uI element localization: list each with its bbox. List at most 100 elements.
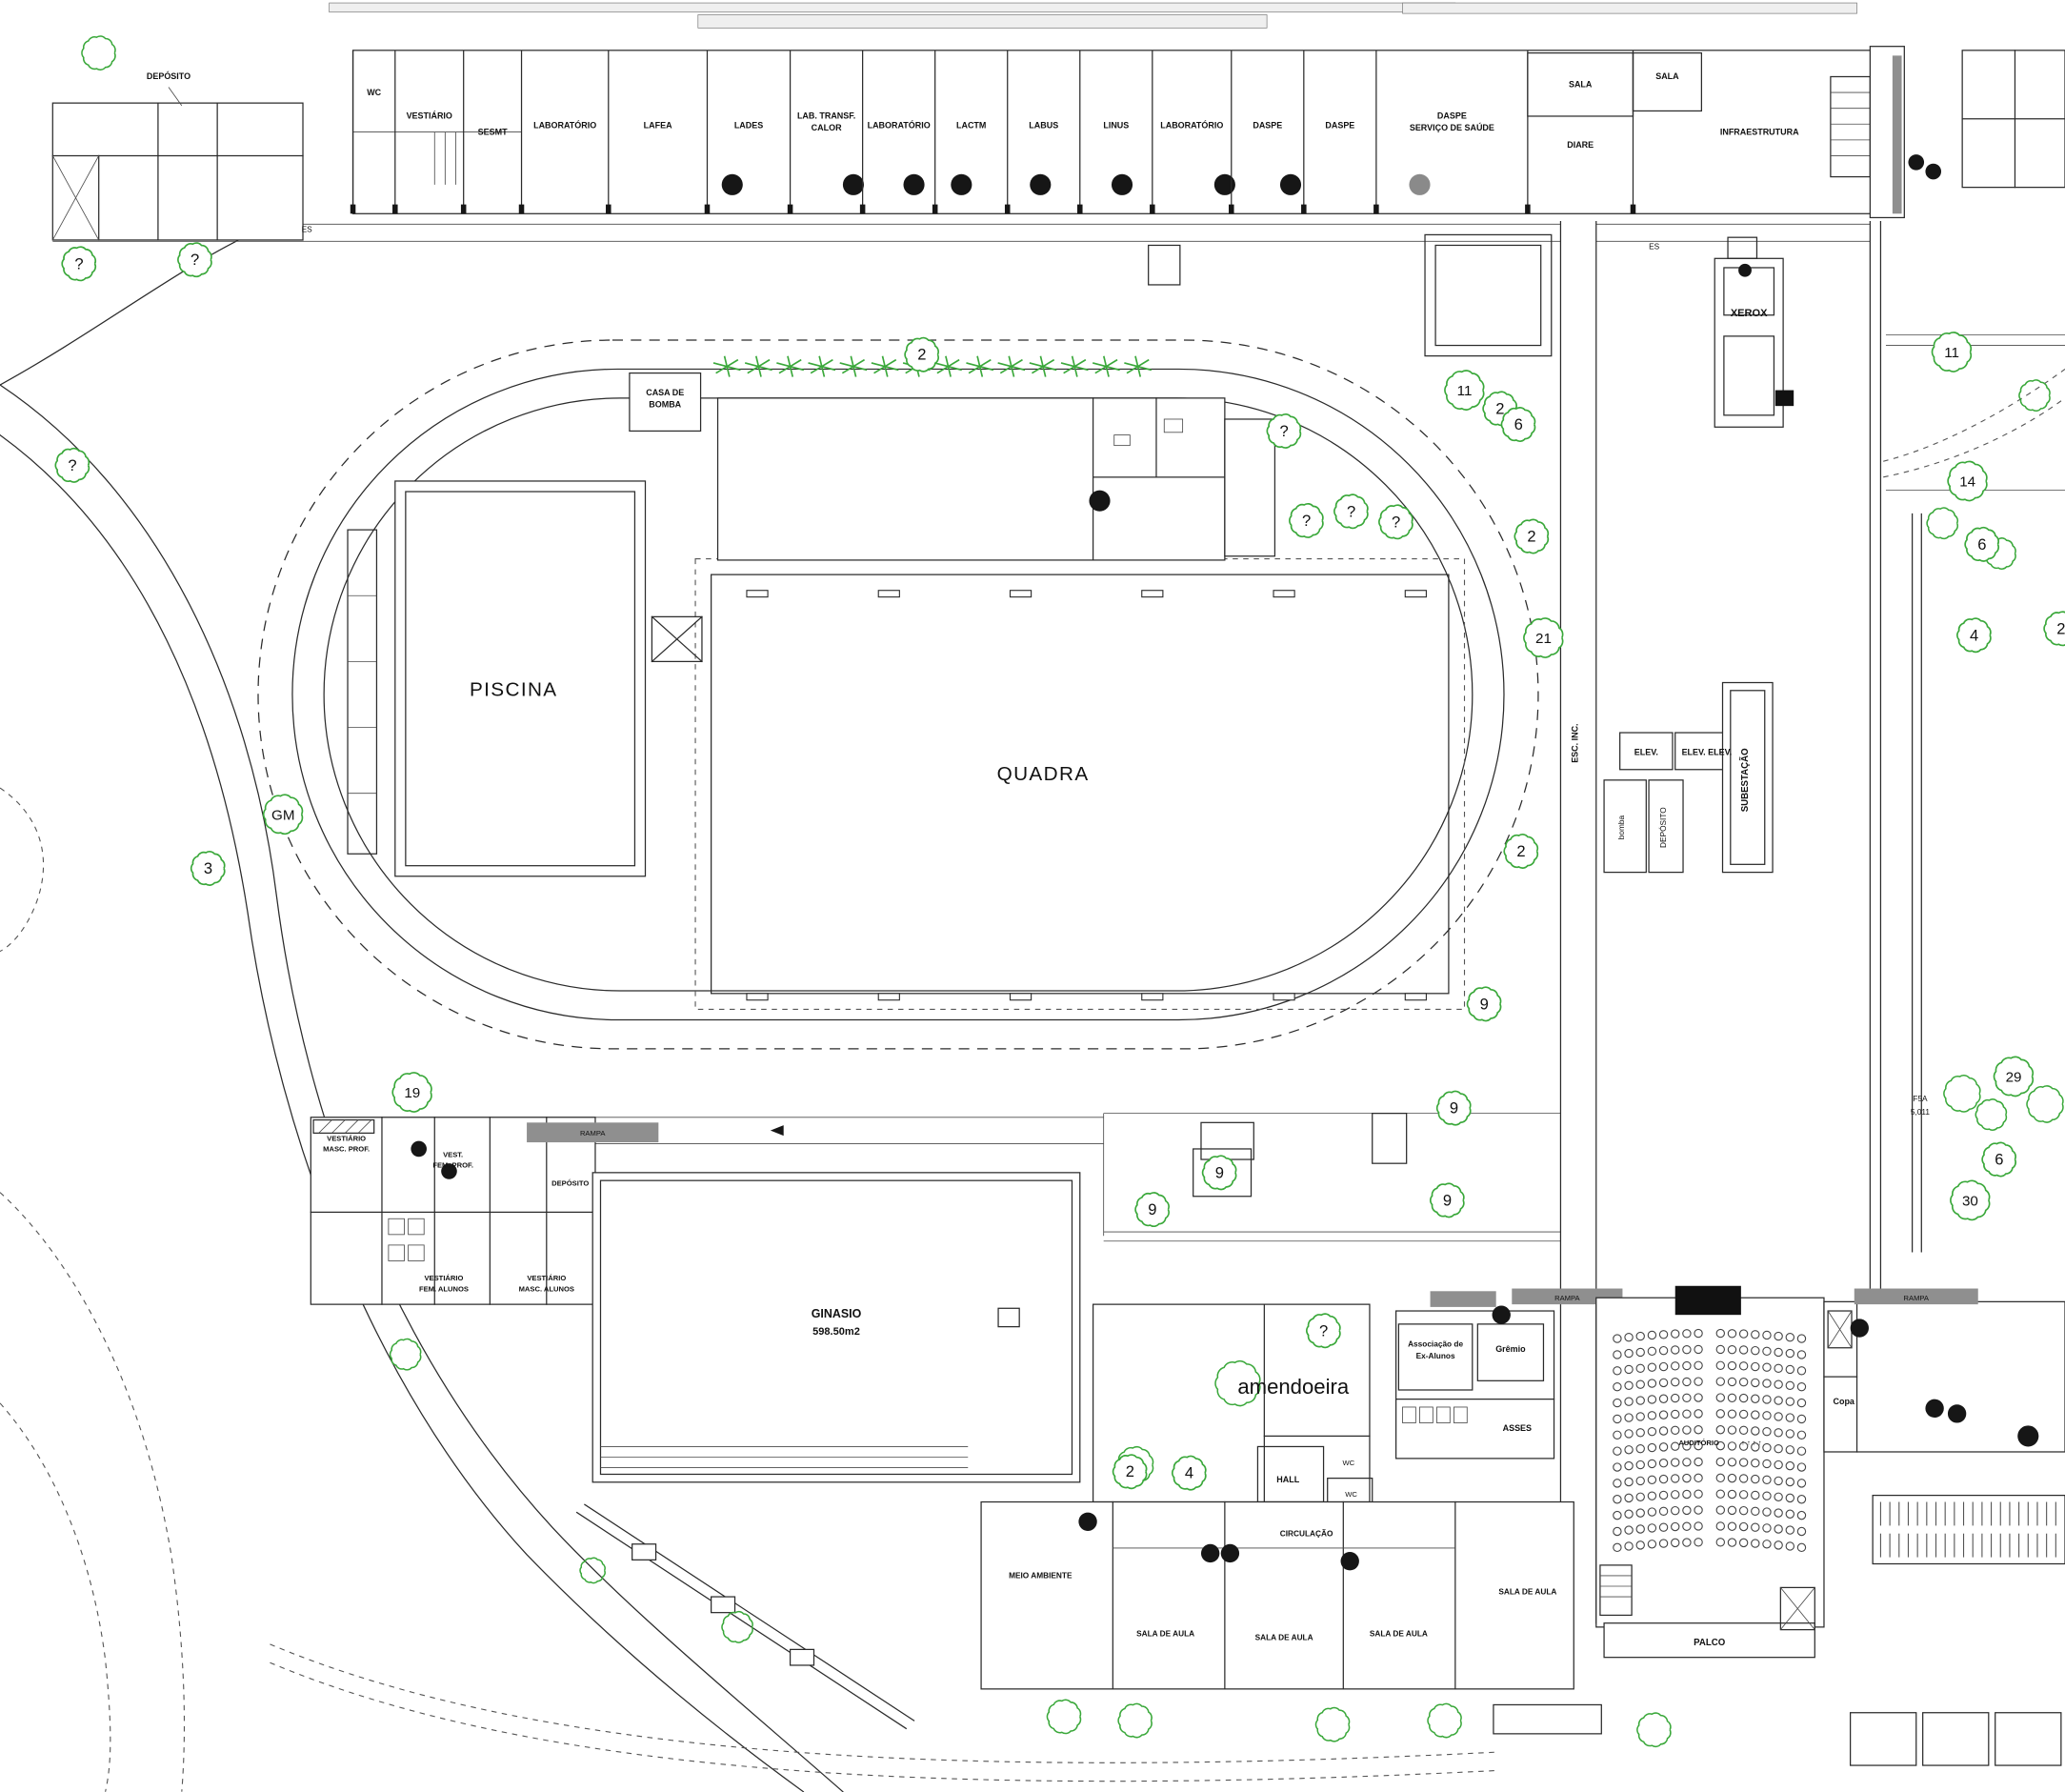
seat — [1738, 1393, 1749, 1403]
auditorio-label: AUDITÓRIO — [1678, 1439, 1719, 1447]
seat — [1647, 1540, 1657, 1549]
palm-icon — [1029, 362, 1044, 368]
room-label: SESMT — [478, 127, 508, 136]
tree-icon — [1943, 1075, 1981, 1113]
seat — [1751, 1490, 1760, 1500]
seat — [1624, 1380, 1634, 1390]
seat — [1715, 1393, 1725, 1402]
seat — [1762, 1507, 1772, 1517]
court-tick — [746, 993, 769, 1001]
seat — [1727, 1489, 1737, 1500]
deposito-topleft-label: DEPÓSITO — [147, 70, 190, 81]
palm-icon — [978, 366, 984, 377]
seat — [1727, 1409, 1737, 1419]
seat — [1613, 1350, 1622, 1359]
seat — [1715, 1521, 1725, 1531]
seat — [1658, 1490, 1669, 1500]
seat — [1751, 1474, 1760, 1484]
palm-icon — [821, 365, 836, 372]
marker-5011-label: 5,011 — [1911, 1107, 1931, 1117]
palm-icon — [1102, 355, 1108, 367]
tree-icon — [579, 1557, 606, 1584]
seat — [1796, 1430, 1807, 1440]
seat — [1671, 1521, 1680, 1532]
seat — [1762, 1426, 1772, 1437]
palm-icon — [1136, 366, 1142, 377]
track-building — [629, 372, 1276, 561]
tree-tag-number: 4 — [1185, 1464, 1193, 1482]
seat — [1715, 1505, 1725, 1515]
palm-icon — [789, 366, 794, 377]
tree-tag-circle — [1134, 1192, 1170, 1228]
tree-icon — [721, 1610, 753, 1643]
tree-dot-icon — [1078, 1512, 1097, 1531]
palco-label: PALCO — [1694, 1638, 1726, 1648]
esc-inc-label: ESC. INC. — [1570, 723, 1579, 762]
palm-icon — [1060, 362, 1075, 368]
seat — [1624, 1348, 1634, 1359]
palm-icon — [884, 358, 897, 368]
tree-dot-icon — [1409, 173, 1431, 195]
seat — [1658, 1394, 1669, 1403]
room-label: LABORATÓRIO — [868, 119, 931, 130]
tree-tag-number: 2 — [1495, 399, 1504, 417]
seat — [1796, 1350, 1807, 1359]
tree-tag-circle — [1466, 986, 1502, 1022]
seat — [1774, 1379, 1783, 1389]
seat — [1682, 1360, 1692, 1371]
palm-icon — [1032, 365, 1044, 374]
tree-tag-circle — [1266, 413, 1302, 449]
seat — [1785, 1348, 1795, 1359]
tree-dot-icon — [1220, 1543, 1240, 1563]
seat — [1635, 1412, 1645, 1421]
room-label: DASPE — [1437, 111, 1467, 121]
seat — [1647, 1442, 1657, 1453]
tree-dot-icon — [411, 1140, 427, 1158]
seat — [1635, 1524, 1645, 1534]
seat — [1762, 1379, 1772, 1388]
seat — [1694, 1344, 1703, 1355]
seat — [1715, 1360, 1725, 1370]
vest-fem-alunos-l2: FEM. ALUNOS — [419, 1284, 469, 1293]
tree-dots-layer — [411, 154, 2039, 1571]
seat — [1624, 1429, 1634, 1439]
palm-icon — [758, 365, 772, 372]
roof-strips — [329, 2, 1857, 29]
seat — [1658, 1474, 1669, 1484]
vest-deposito-label: DEPÓSITO — [551, 1179, 589, 1188]
shelters — [1850, 1712, 2062, 1766]
seat — [1796, 1526, 1807, 1537]
tree-tag-number: 2 — [1527, 528, 1535, 546]
seat — [1647, 1491, 1657, 1500]
seat — [1613, 1398, 1622, 1408]
palm-icon — [850, 355, 854, 367]
seat — [1694, 1377, 1703, 1386]
tree-icon — [81, 35, 116, 71]
seat — [1774, 1347, 1783, 1358]
seat — [1635, 1396, 1645, 1405]
seat — [1624, 1525, 1634, 1535]
seat — [1624, 1477, 1634, 1487]
seat — [1715, 1538, 1725, 1547]
tree-icon — [2018, 379, 2051, 413]
court-ticks-layer — [746, 590, 1427, 1001]
palm-icon — [966, 362, 980, 368]
casa-bomba-label: CASA DE — [646, 388, 684, 397]
seat — [1727, 1360, 1737, 1371]
seat — [1613, 1495, 1622, 1504]
tree-tag-circle — [262, 794, 304, 836]
seat — [1694, 1521, 1703, 1531]
tree-dot-icon — [1279, 173, 1302, 195]
seat — [1762, 1459, 1772, 1469]
palm-icon — [1134, 355, 1139, 367]
seat — [1762, 1540, 1772, 1549]
palm-icon — [934, 362, 949, 368]
copa-label: Copa — [1834, 1397, 1855, 1406]
seat — [1635, 1347, 1645, 1358]
palm-icon — [1063, 365, 1075, 374]
labels: PISCINA QUADRA GINASIO 598.50m2 CASA DE … — [147, 70, 1930, 1648]
tree-tag-circle — [1333, 493, 1369, 530]
seat — [1762, 1523, 1772, 1533]
